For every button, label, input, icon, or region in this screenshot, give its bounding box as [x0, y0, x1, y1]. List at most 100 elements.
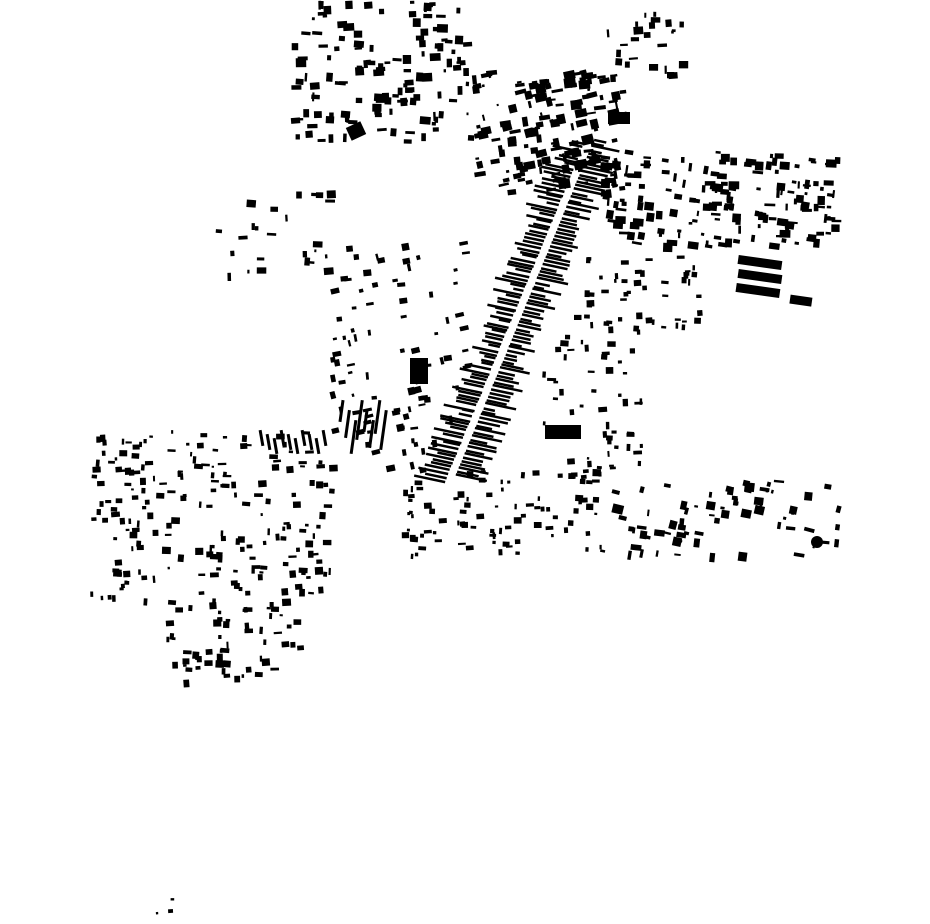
building: [619, 198, 625, 203]
building: [616, 49, 622, 58]
building: [512, 334, 531, 342]
building: [152, 575, 156, 583]
building: [608, 326, 614, 334]
building: [406, 263, 412, 272]
building: [487, 395, 510, 403]
building: [371, 448, 381, 456]
building: [720, 181, 728, 186]
building: [413, 441, 419, 448]
building: [536, 276, 569, 286]
building: [379, 409, 388, 451]
building: [580, 71, 594, 81]
building: [318, 460, 323, 465]
building: [653, 11, 657, 17]
building: [681, 320, 687, 323]
building: [498, 370, 516, 377]
building: [295, 547, 300, 552]
building: [547, 377, 557, 382]
building: [476, 513, 485, 520]
building: [235, 538, 241, 545]
building: [269, 601, 274, 608]
building: [230, 250, 235, 257]
building: [500, 487, 504, 492]
building: [530, 292, 546, 298]
building: [469, 375, 487, 382]
building: [301, 31, 311, 36]
building: [486, 492, 493, 498]
building: [362, 407, 373, 413]
building: [129, 531, 138, 539]
building: [299, 588, 305, 597]
building: [514, 331, 534, 338]
building: [587, 88, 591, 92]
building: [507, 188, 517, 196]
building: [655, 550, 659, 557]
building: [621, 279, 628, 284]
building: [477, 420, 501, 428]
building: [609, 466, 616, 470]
building: [415, 254, 421, 261]
building: [679, 518, 685, 528]
building: [681, 179, 687, 188]
building: [344, 277, 352, 282]
building: [542, 421, 546, 426]
building: [609, 464, 614, 467]
building: [586, 292, 595, 297]
building: [581, 94, 589, 100]
building: [115, 498, 123, 504]
building: [533, 521, 542, 529]
building: [281, 588, 289, 596]
building: [346, 118, 349, 123]
building: [293, 619, 302, 625]
building: [511, 338, 532, 345]
building: [319, 511, 326, 520]
building: [484, 354, 496, 360]
building: [810, 160, 817, 164]
building: [463, 381, 484, 389]
building: [732, 238, 741, 244]
building: [563, 354, 567, 361]
building: [565, 71, 570, 75]
building: [432, 458, 453, 465]
building: [246, 199, 257, 208]
building: [585, 547, 589, 552]
building: [344, 409, 351, 439]
building: [242, 608, 249, 613]
building: [349, 419, 358, 455]
building: [141, 575, 148, 581]
building: [480, 412, 512, 422]
building: [738, 225, 742, 234]
building: [418, 403, 426, 407]
building: [136, 520, 140, 528]
building: [415, 72, 424, 82]
building: [580, 339, 584, 345]
building: [611, 430, 617, 434]
building: [437, 451, 456, 458]
building: [797, 181, 800, 189]
building: [304, 72, 308, 82]
building: [443, 69, 447, 73]
building: [715, 150, 721, 154]
building: [496, 103, 499, 107]
building: [312, 241, 323, 248]
building: [307, 433, 314, 451]
building: [626, 432, 635, 437]
building: [693, 538, 701, 548]
building: [484, 401, 517, 411]
building: [619, 89, 627, 94]
building: [167, 566, 170, 570]
building: [399, 297, 408, 305]
building: [540, 267, 557, 273]
building: [314, 249, 317, 253]
building: [573, 508, 579, 514]
building: [323, 504, 333, 508]
building: [794, 163, 800, 169]
building: [439, 356, 445, 365]
building: [155, 911, 159, 915]
building: [612, 200, 619, 209]
building: [270, 206, 279, 212]
building: [458, 466, 489, 475]
building: [768, 217, 777, 221]
building: [549, 245, 573, 253]
building: [420, 28, 429, 36]
